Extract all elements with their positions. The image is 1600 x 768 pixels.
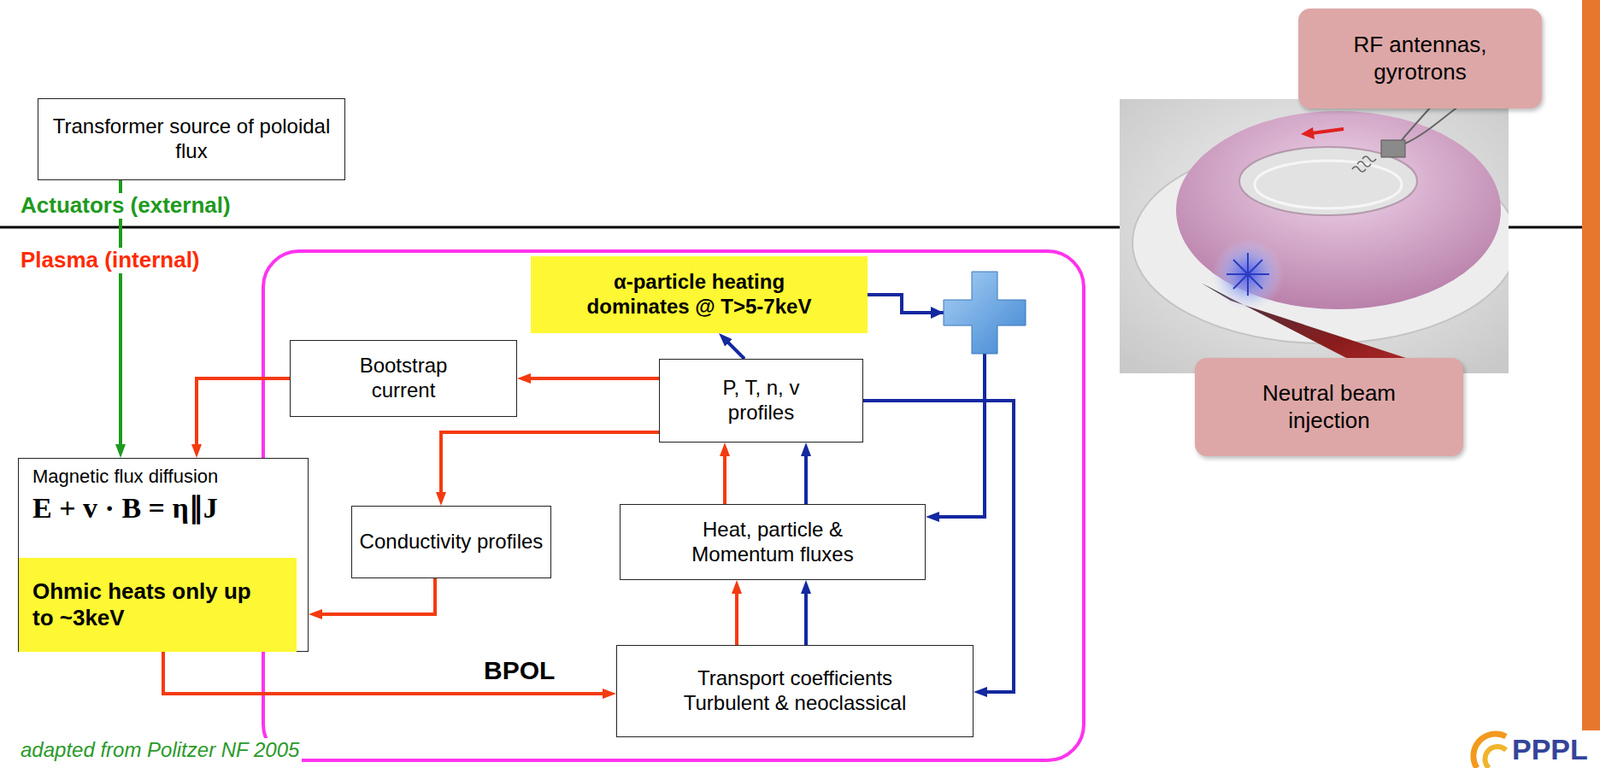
connector (735, 587, 739, 646)
rf-waves (1352, 156, 1377, 172)
centre-stand (1254, 160, 1402, 209)
connector (867, 294, 985, 518)
connector (196, 378, 290, 452)
arrowhead (930, 306, 944, 319)
text-group: RF antennas, gyrotrons (1335, 31, 1506, 85)
text-group: P, T, n, v profiles (697, 376, 826, 426)
credit-note: adapted from Politzer NF 2005 (17, 738, 302, 763)
text-group: Conductivity profiles (359, 529, 544, 555)
connector (441, 432, 659, 500)
torus (1176, 111, 1501, 310)
connector (163, 652, 610, 695)
connector (118, 180, 123, 452)
logo-arc (1485, 747, 1506, 768)
node-text: P, T, n, v profiles (697, 376, 826, 426)
logo-text: PPPL (1509, 735, 1591, 765)
divider-line (1508, 226, 1583, 230)
text-group: Bootstrap current (339, 353, 468, 404)
node-text: Transformer source of poloidal flux (38, 114, 345, 165)
plasma-region (263, 251, 1084, 761)
node-text: α-particle heating dominates @ T>5-7keV (570, 270, 828, 320)
connector (723, 338, 745, 359)
connector (523, 376, 659, 381)
process-box: Conductivity profiles (351, 505, 552, 579)
node-text: E + v · B = η∥J (32, 491, 308, 527)
current-arrow (1311, 129, 1344, 134)
node-text: Transport coefficients Turbulent & neocl… (662, 666, 928, 717)
process-box: P, T, n, v profiles (658, 358, 864, 443)
actuator-callout: RF antennas, gyrotrons (1298, 8, 1542, 109)
node-text: Bootstrap current (339, 353, 468, 404)
text-group: Transformer source of poloidal flux (38, 114, 345, 165)
process-box: Transport coefficients Turbulent & neocl… (616, 645, 974, 738)
node-text: Conductivity profiles (359, 529, 544, 555)
connector (315, 578, 436, 615)
section-label: Actuators (external) (17, 193, 234, 219)
note-box: α-particle heating dominates @ T>5-7keV (530, 256, 868, 334)
node-text: RF antennas, gyrotrons (1335, 31, 1506, 85)
text-group: Transport coefficients Turbulent & neocl… (662, 666, 928, 717)
equation-box: Magnetic flux diffusionE + v · B = η∥J Oh… (17, 458, 309, 653)
beam-glow (1211, 238, 1284, 311)
actuator-callout: Neutral beam injection (1194, 358, 1464, 457)
connector (723, 449, 727, 505)
actuator-box: Transformer source of poloidal flux (37, 98, 346, 181)
text-group: Magnetic flux diffusionE + v · B = η∥J (18, 458, 308, 527)
node-text: Magnetic flux diffusion (32, 465, 308, 489)
section-label: Plasma (internal) (17, 247, 203, 274)
text-group: Ohmic heats only up to ~3keV (32, 578, 264, 632)
node-text: Ohmic heats only up to ~3keV (32, 578, 264, 632)
beam-burst (1226, 252, 1270, 296)
sum-symbol (943, 271, 1026, 354)
note-box: Ohmic heats only up to ~3keV (18, 558, 297, 653)
node-text: Neutral beam injection (1243, 380, 1415, 434)
process-box: Bootstrap current (289, 340, 518, 418)
node-text: Heat, particle & Momentum fluxes (674, 517, 871, 568)
text-group: Neutral beam injection (1243, 380, 1415, 434)
divider-line (0, 226, 1120, 230)
antenna (1381, 140, 1406, 158)
edge-label: BPOL (481, 656, 558, 687)
text-group: Heat, particle & Momentum fluxes (674, 517, 871, 568)
connector (804, 587, 808, 646)
connector (804, 449, 808, 505)
logo-arc (1473, 734, 1506, 768)
side-bar (1582, 0, 1600, 731)
current-arrowhead (1300, 127, 1315, 140)
process-box: Heat, particle & Momentum fluxes (619, 504, 926, 581)
tokamak-illustration (1119, 99, 1509, 374)
text-group: α-particle heating dominates @ T>5-7keV (570, 270, 828, 320)
